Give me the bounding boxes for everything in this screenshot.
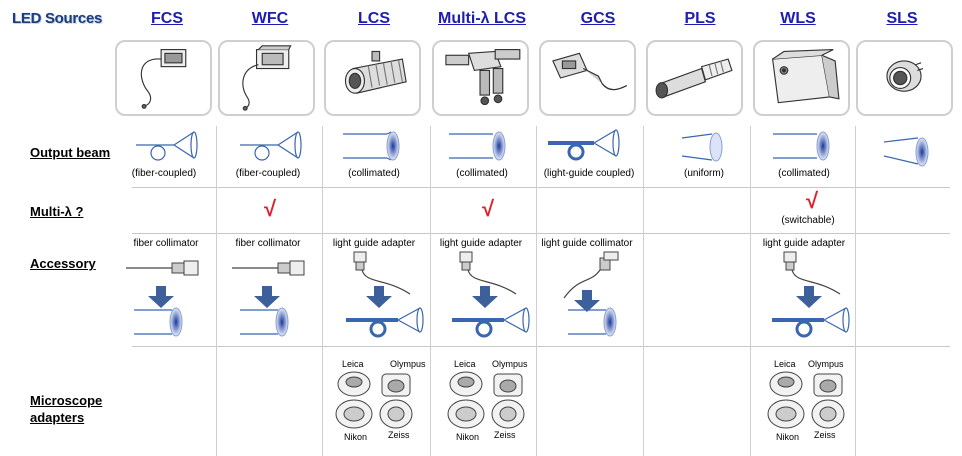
output-caption-wls: (collimated) — [778, 168, 830, 179]
wfc-product-image — [218, 40, 315, 116]
col-divider — [322, 126, 323, 456]
light-guide-adapter-icon — [452, 251, 530, 338]
col-divider — [855, 126, 856, 456]
microscope-adapter-icon — [767, 371, 845, 429]
row-label-microscope: Microscope — [30, 393, 103, 408]
multi-lcs-product-image — [432, 40, 529, 116]
microscope-adapters-multi-lcs: Leica Olympus Nikon Zeiss — [442, 356, 542, 452]
col-header-lcs[interactable]: LCS — [358, 10, 390, 27]
col-divider — [750, 126, 751, 456]
adapter-label-nikon: Nikon — [776, 432, 800, 442]
adapter-label-leica: Leica — [342, 359, 364, 369]
lcs-product-image — [324, 40, 421, 116]
multi-check-wls: √ — [805, 188, 819, 213]
output-caption-gcs: (light-guide coupled) — [543, 168, 635, 179]
adapter-label-leica: Leica — [774, 359, 796, 369]
col-header-pls[interactable]: PLS — [684, 10, 716, 27]
page-title: LED Sources — [12, 10, 103, 27]
row-divider — [132, 187, 950, 188]
microscope-adapters-wls: Leica Olympus Nikon Zeiss — [762, 356, 862, 452]
accessory-label-gcs: light guide collimator — [541, 238, 633, 249]
adapter-label-nikon: Nikon — [456, 432, 480, 442]
microscope-adapters-lcs: Leica Olympus Nikon Zeiss — [330, 356, 430, 452]
uniform-beam-icon — [681, 132, 723, 162]
wls-product-image — [753, 40, 850, 116]
row-label-multi: Multi-λ ? — [30, 204, 84, 219]
light-guide-adapter-icon — [346, 251, 424, 338]
accessory-label-lcs: light guide adapter — [332, 238, 416, 249]
fiber-collimator-icon — [126, 260, 199, 337]
fiber-coupled-beam-icon — [240, 131, 302, 161]
adapter-label-zeiss: Zeiss — [494, 430, 516, 440]
adapter-label-zeiss: Zeiss — [814, 430, 836, 440]
output-caption-wfc: (fiber-coupled) — [235, 168, 301, 179]
row-label-adapters: adapters — [30, 410, 85, 425]
col-header-wfc[interactable]: WFC — [251, 10, 289, 27]
col-divider — [643, 126, 644, 456]
multi-check-wfc: √ — [263, 196, 277, 221]
accessory-label-multi-lcs: light guide adapter — [439, 238, 523, 249]
col-divider — [216, 126, 217, 456]
gcs-product-image — [539, 40, 636, 116]
col-header-multi-lcs[interactable]: Multi-λ LCS — [438, 10, 526, 27]
light-guide-collimator-icon — [563, 251, 619, 337]
row-label-output-beam: Output beam — [30, 145, 111, 160]
row-divider — [132, 233, 950, 234]
multi-note-wls: (switchable) — [781, 215, 835, 226]
diverging-beam-icon — [883, 137, 929, 167]
multi-check-multi-lcs: √ — [481, 196, 495, 221]
collimated-beam-icon — [449, 131, 506, 161]
row-divider — [132, 346, 950, 347]
light-guide-beam-icon — [548, 129, 620, 161]
light-guide-adapter-icon — [772, 251, 850, 338]
col-divider — [430, 126, 431, 456]
col-header-gcs[interactable]: GCS — [580, 10, 616, 27]
collimated-beam-icon — [773, 131, 830, 161]
row-label-accessory: Accessory — [30, 256, 96, 271]
col-header-sls[interactable]: SLS — [886, 10, 918, 27]
accessory-label-wfc: fiber collimator — [235, 238, 301, 249]
pls-product-image — [646, 40, 743, 116]
col-header-wls[interactable]: WLS — [780, 10, 816, 27]
fcs-product-image — [115, 40, 212, 116]
adapter-label-leica: Leica — [454, 359, 476, 369]
sls-product-image — [856, 40, 953, 116]
fiber-collimator-icon — [232, 260, 305, 337]
adapter-label-olympus: Olympus — [492, 359, 528, 369]
adapter-label-olympus: Olympus — [390, 359, 426, 369]
output-caption-multi-lcs: (collimated) — [456, 168, 508, 179]
col-header-fcs[interactable]: FCS — [151, 10, 183, 27]
output-caption-lcs: (collimated) — [348, 168, 400, 179]
accessory-label-fcs: fiber collimator — [133, 238, 199, 249]
accessory-label-wls: light guide adapter — [762, 238, 846, 249]
adapter-label-nikon: Nikon — [344, 432, 368, 442]
output-caption-fcs: (fiber-coupled) — [131, 168, 197, 179]
output-caption-pls: (uniform) — [683, 168, 724, 179]
adapter-label-zeiss: Zeiss — [388, 430, 410, 440]
fiber-coupled-beam-icon — [136, 131, 198, 161]
microscope-adapter-icon — [447, 371, 525, 429]
adapter-label-olympus: Olympus — [808, 359, 844, 369]
microscope-adapter-icon — [335, 371, 413, 429]
collimated-beam-icon — [343, 131, 400, 161]
col-divider — [536, 126, 537, 456]
